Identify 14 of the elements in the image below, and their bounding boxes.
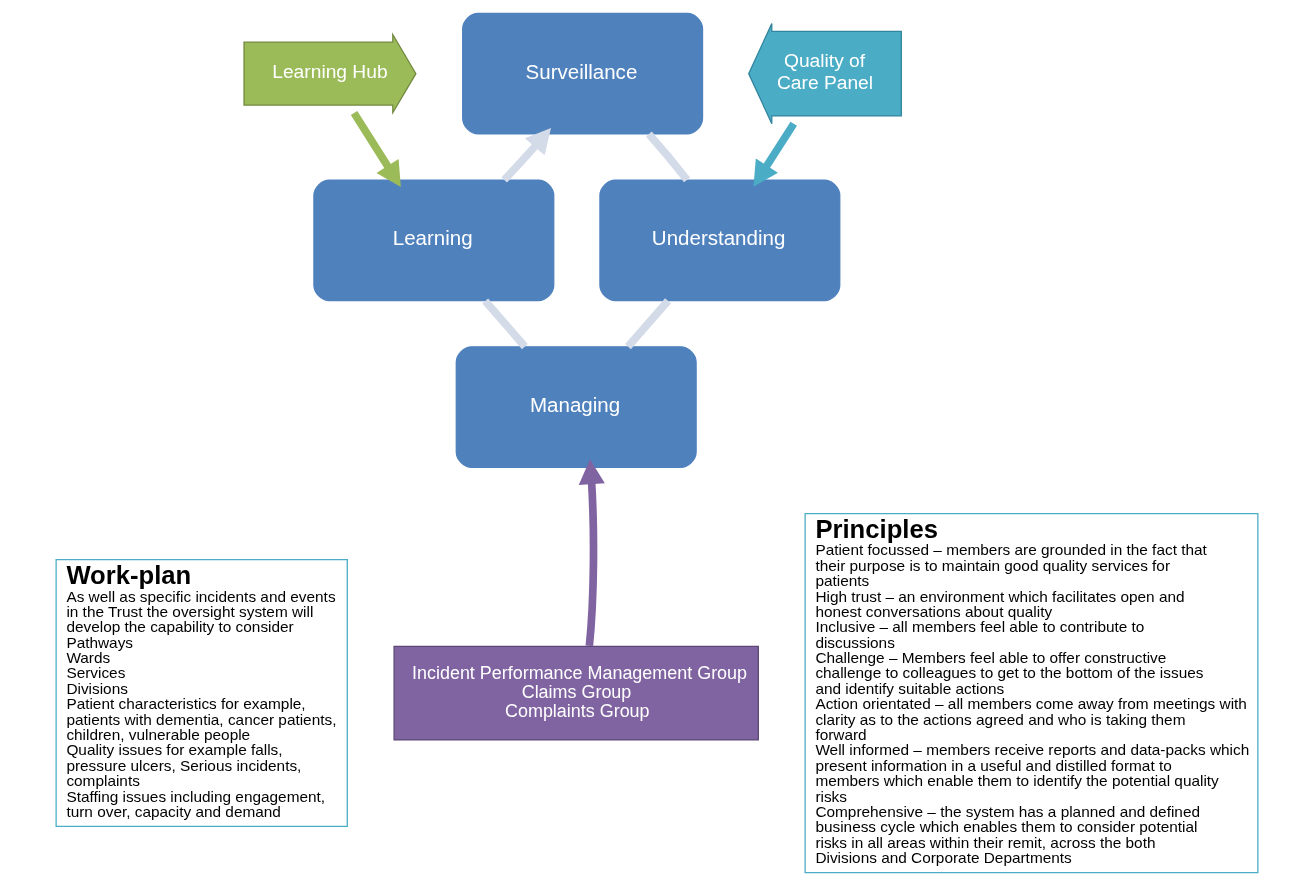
arrow: [753, 121, 797, 187]
node-box: Work-plan As well as specific incidents and events in the Trust the oversight system will develop the capability to consider Pathways Wards Services Divisions Patient characteristics for example, patients with dementia, cancer patients, children, vulnerable people Quality issues for example falls, pressure ulcers, Serious incidents, complaints Staffing issues including engagement, turn over, capacity and demand: [55, 559, 348, 828]
arrow: [501, 127, 552, 183]
connector: [645, 131, 691, 183]
arrow: [578, 459, 605, 647]
connector: [482, 298, 528, 350]
node-box: Principles Patient focussed – members are grounded in the fact that their purpose is to maintain good quality services for patients High trust – an environment which facilitates open and honest conversations about quality Inclusive – all members feel able to contribute to discussions Challenge – Members feel able to offer constructive challenge to colleagues to get to the bottom of the issues and identify suitable actions Action orientated – all members come away from meetings with clarity as to the actions agreed and who is taking them forward Well informed – members receive reports and data-packs which present information in a useful and distilled format to members which enable them to identify the potential quality risks Comprehensive – the system has a planned and defined business cycle which enables them to consider potential risks in all areas within their remit, across the both Divisions and Corporate Departments: [804, 512, 1259, 874]
node-box: Understanding: [599, 179, 841, 302]
node-box: Learning: [313, 179, 555, 302]
node-box: Surveillance: [462, 12, 704, 135]
node-box: Managing: [455, 346, 697, 468]
arrow: [350, 110, 401, 187]
connector: [625, 298, 671, 350]
node-box: Incident Performance Management Group Claims Group Complaints Group: [393, 645, 759, 741]
